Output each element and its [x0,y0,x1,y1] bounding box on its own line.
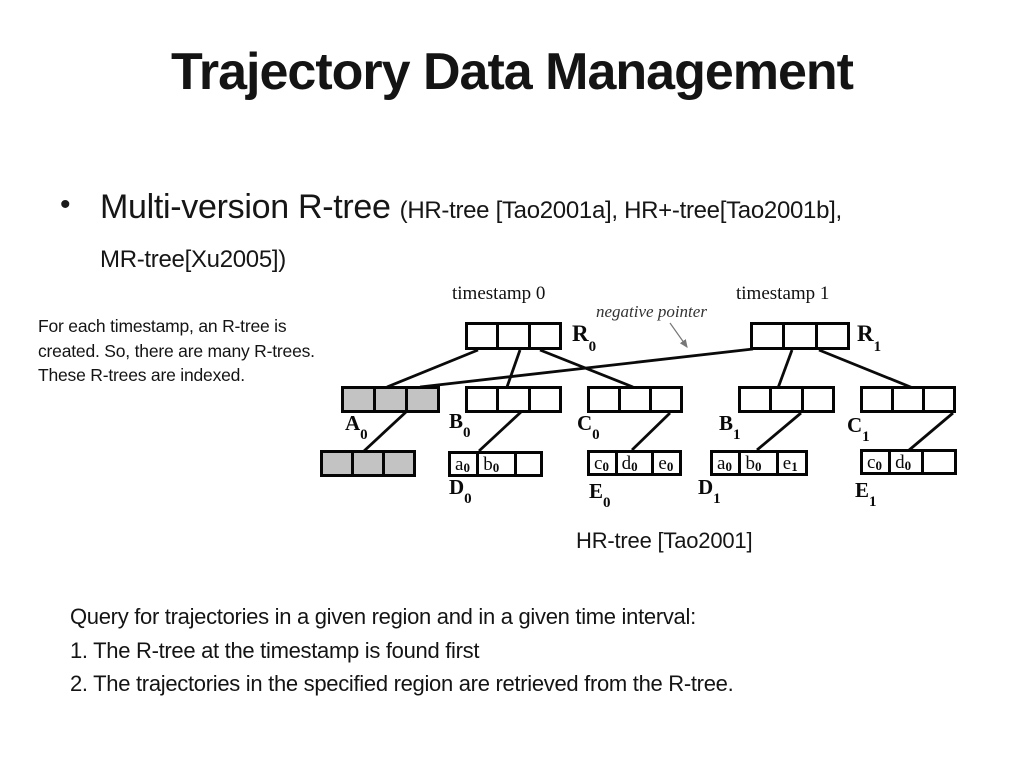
tree-node-R1-cell-empty [782,325,814,347]
tree-node-R0-cell-empty [527,325,559,347]
node-label-D0: D0 [449,475,472,508]
tree-node-C0-cell-empty [649,389,680,410]
tree-node-A0 [341,386,440,413]
edge-A0-to-leaf-gray [363,410,407,453]
edge-R0-to-B0 [505,349,522,388]
tree-node-R1-cell-empty [814,325,847,347]
tree-node-C1 [860,386,956,413]
query-text-block: Query for trajectories in a given region… [70,600,930,701]
tree-node-E1-cell-empty [920,452,954,472]
tree-node-leaf-gray [320,450,416,477]
bullet-annotation-line1: (HR-tree [Tao2001a], HR+-tree[Tao2001b], [399,197,843,224]
edge-R1-to-C1 [818,348,914,390]
tree-node-B1-cell-empty [741,389,769,410]
edge-R0-to-C0 [539,348,634,389]
edge-B1-to-D1 [756,411,802,452]
tree-node-leaf-gray-cell-empty [351,453,382,474]
tree-node-C1-cell-empty [922,389,953,410]
side-note-line2: created. So, there are many R-trees. [38,340,315,361]
tree-node-R1 [750,322,850,350]
tree-node-B1 [738,386,835,413]
edge-R0-to-A0 [386,348,479,389]
page-title: Trajectory Data Management [170,43,854,101]
edge-C0-to-E0 [631,411,671,452]
edge-B0-to-D0 [478,410,522,453]
edge-R1-to-B1 [776,349,794,389]
tree-node-C1-cell-empty [863,389,891,410]
tree-node-leaf-gray-cell-empty [382,453,413,474]
node-label-B1: B1 [719,411,741,444]
bullet-item: • Multi-version R-tree (HR-tree [Tao2001a]… [60,184,990,286]
node-label-E0: E0 [589,479,611,512]
tree-node-B1-cell-empty [769,389,800,410]
node-label-A0: A0 [345,411,368,444]
tree-node-A0-cell-empty [373,389,405,410]
tree-node-C0-cell-empty [590,389,618,410]
tree-node-R0-cell-empty [468,325,496,347]
tree-node-B0-cell-empty [496,389,527,410]
bullet-main-text: Multi-version R-tree [100,188,391,226]
timestamp1-label: timestamp 1 [736,283,830,304]
tree-node-B0 [465,386,562,413]
node-label-B0: B0 [449,409,471,442]
figure-caption: HR-tree [Tao2001] [576,528,753,553]
tree-node-D0-cell-empty [513,454,540,474]
tree-node-R1-cell-empty [753,325,782,347]
tree-node-leaf-gray-cell-empty [323,453,351,474]
bullet-marker: • [60,188,71,221]
edge-C1-to-E1 [907,411,954,453]
edge-R1-to-A0 [419,347,754,389]
negative-pointer-label: negative pointer [596,302,707,321]
negative-pointer-arrow [669,322,688,348]
node-label-C0: C0 [577,411,600,444]
side-note-line3: These R-trees are indexed. [38,365,245,385]
tree-node-R0-cell-empty [496,325,527,347]
tree-node-A0-cell-empty [344,389,373,410]
tree-node-A0-cell-empty [405,389,437,410]
tree-node-B0-cell-empty [468,389,496,410]
side-note: For each timestamp, an R-tree is created… [38,314,328,388]
tree-node-C0 [587,386,683,413]
tree-node-C0-cell-empty [618,389,649,410]
query-line1: Query for trajectories in a given region… [70,604,696,629]
node-label-C1: C1 [847,413,870,446]
timestamp0-label: timestamp 0 [452,283,546,304]
tree-node-R0 [465,322,562,350]
tree-node-C1-cell-empty [891,389,922,410]
node-label-R0: R0 [572,321,597,355]
tree-node-B1-cell-empty [800,389,832,410]
tree-node-B0-cell-empty [527,389,559,410]
query-line2: 1. The R-tree at the timestamp is found … [70,637,480,663]
node-label-R1: R1 [857,321,882,355]
node-label-E1: E1 [855,478,877,511]
side-note-line1: For each timestamp, an R-tree is [38,316,287,336]
query-line3: 2. The trajectories in the specified reg… [70,671,734,696]
node-label-D1: D1 [698,475,721,508]
bullet-annotation-line2: MR-tree[Xu2005]) [100,246,286,273]
